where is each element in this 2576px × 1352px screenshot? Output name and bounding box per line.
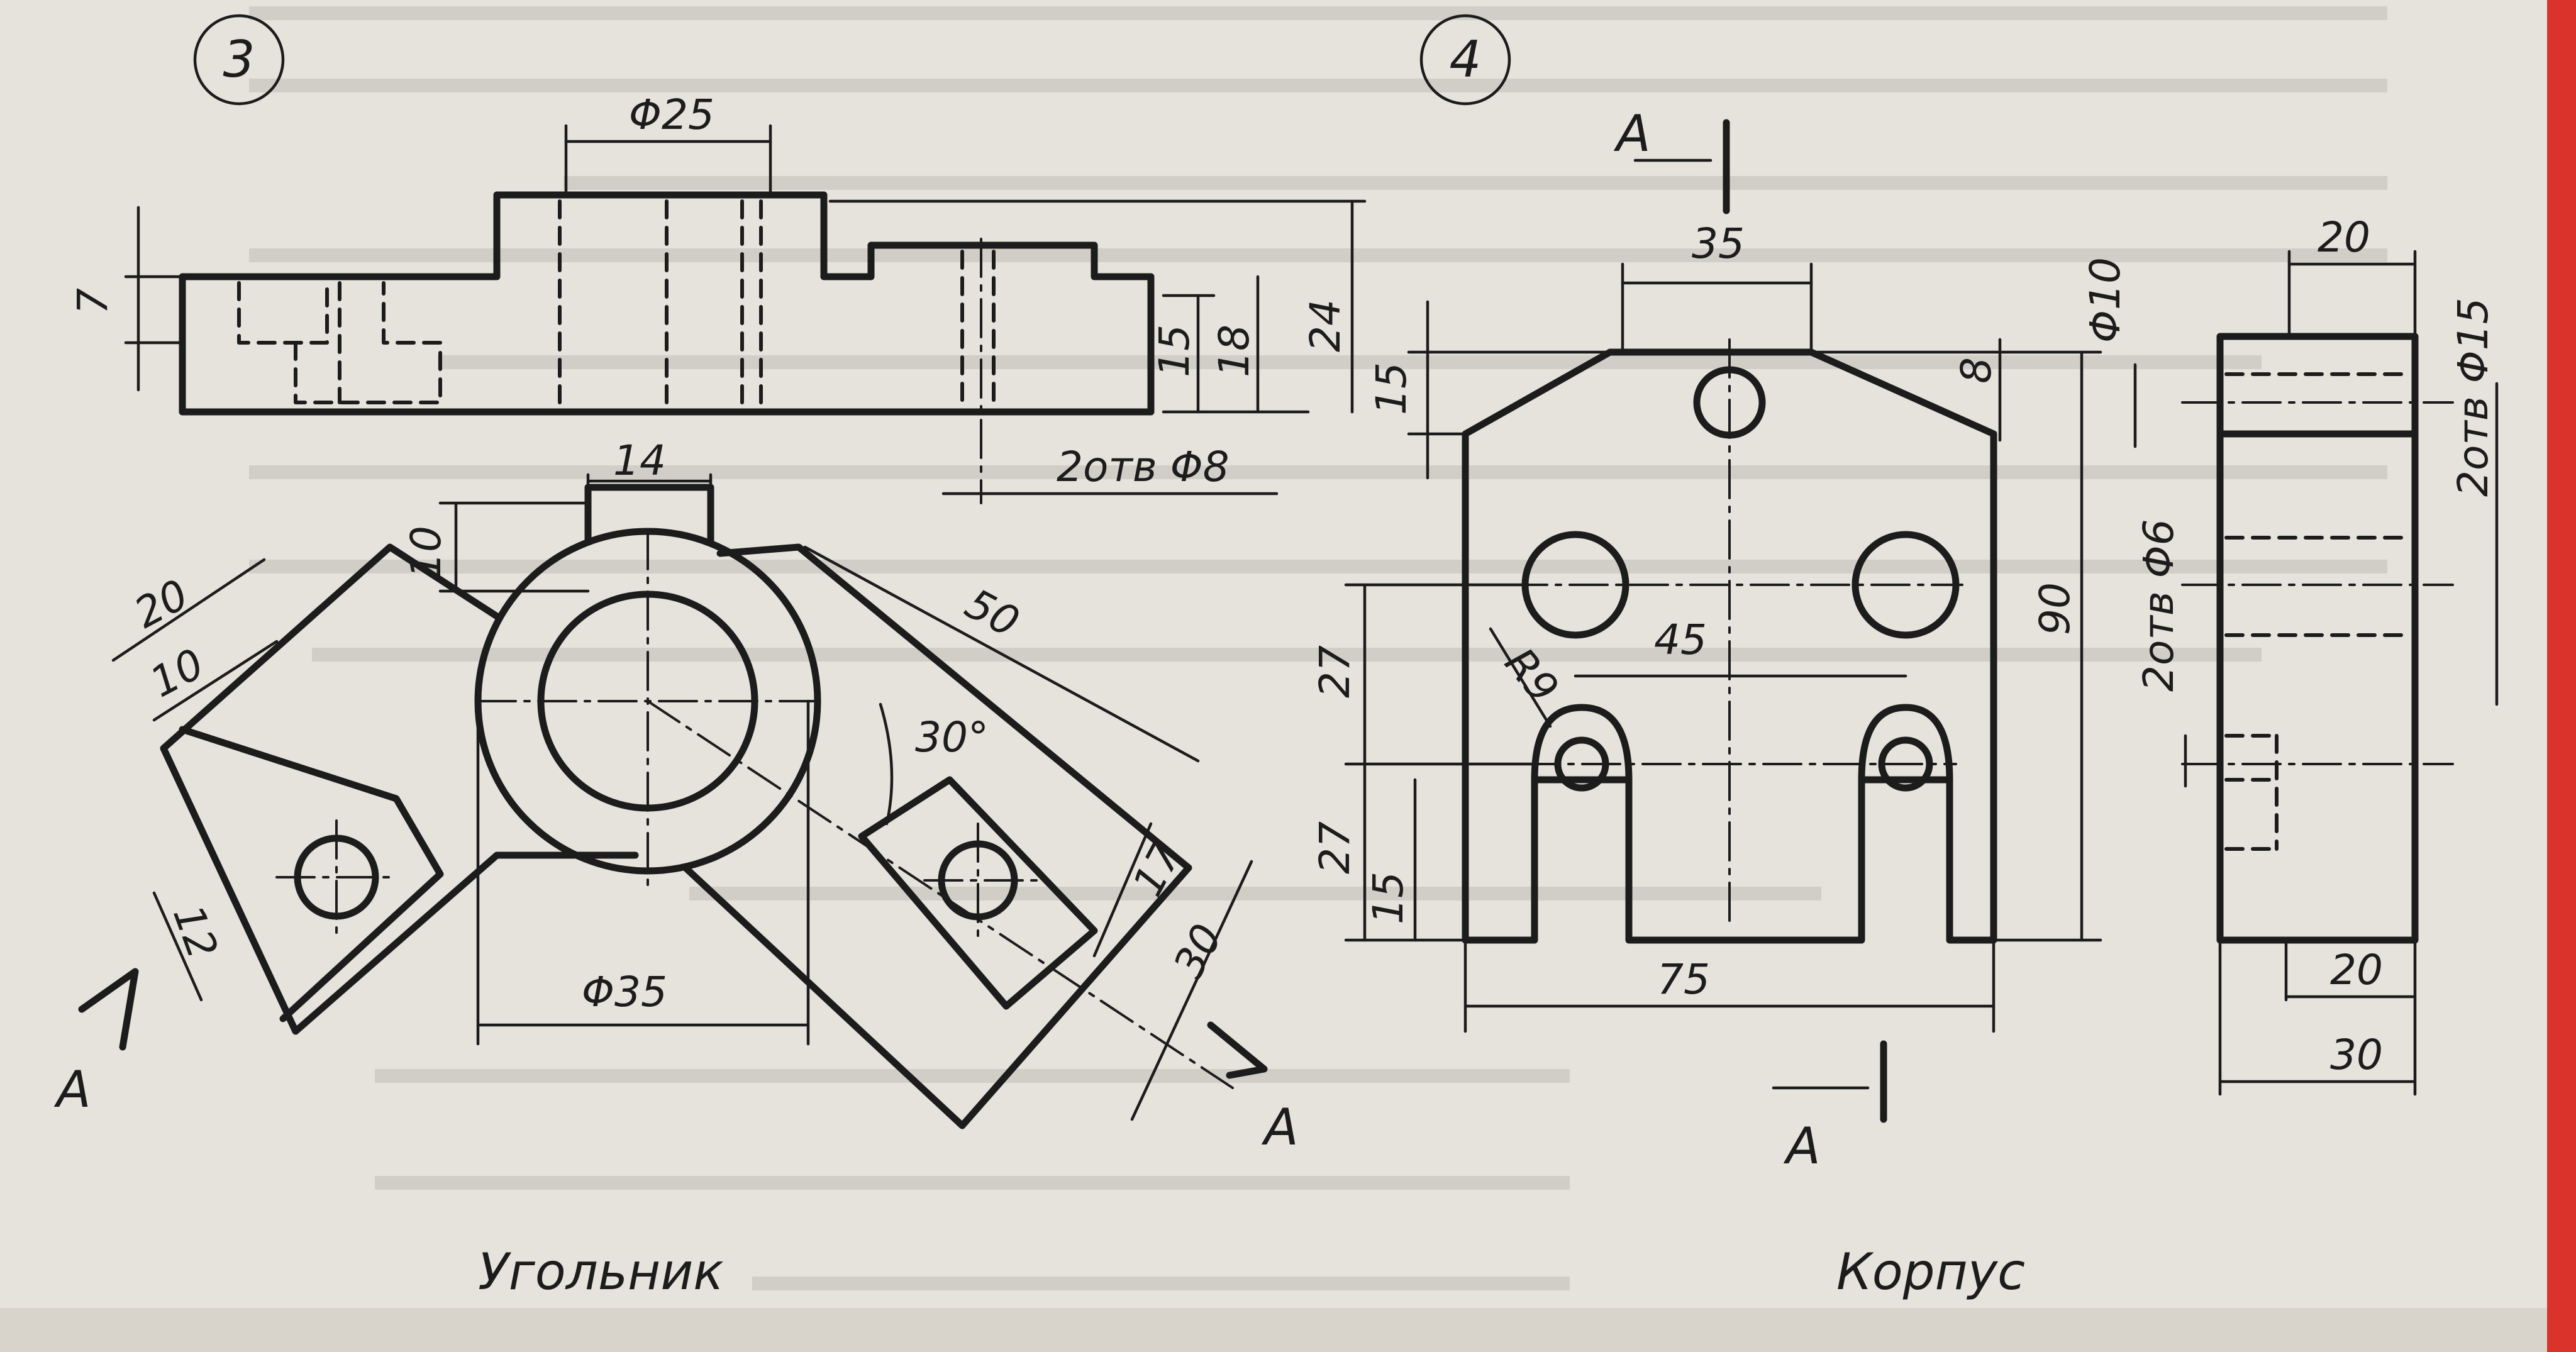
dim-line	[111, 558, 266, 662]
side-view-outline	[2216, 333, 2419, 944]
right-arm-outline	[682, 543, 1192, 1129]
drawing-3-number: 3	[223, 30, 255, 89]
dim-20-bottom: 20	[2330, 946, 2383, 994]
drawing-4-name: Корпус	[1836, 1243, 2025, 1301]
left-slot-arc	[1531, 704, 1633, 784]
front-view-3: Φ25 7 15 18 24 2отв Φ8	[69, 91, 1367, 504]
dim-35: 35	[1692, 219, 1745, 268]
dim-line	[152, 640, 279, 722]
front-view-outline	[179, 191, 1155, 416]
dim-holes-6: 2отв Φ6	[2135, 519, 2183, 692]
section-marker-left	[78, 968, 139, 1051]
left-arm-outline	[160, 543, 639, 1035]
section-a-left: A	[53, 1060, 91, 1119]
section-a-right: A	[1261, 1098, 1299, 1156]
dim-line	[1092, 822, 1153, 958]
bleed-through-text	[249, 6, 2387, 1290]
dim-20-top: 20	[2318, 213, 2370, 262]
dim-phi10: Φ10	[2081, 257, 2129, 343]
dim-30-deg: 30°	[915, 713, 989, 762]
dim-10: 10	[402, 526, 450, 579]
dim-15: 15	[1150, 324, 1199, 377]
front-view-4: 35 15 8 45 R9 27 27 15	[1311, 219, 2102, 1033]
hidden-line	[294, 281, 442, 404]
drawing-3-name: Угольник	[478, 1243, 724, 1301]
leader-line	[1489, 627, 1552, 728]
drawing-4-number: 4	[1450, 30, 1482, 89]
dim-line	[803, 545, 1200, 763]
dim-18: 18	[1210, 324, 1258, 377]
hidden-line	[237, 281, 329, 345]
side-view-4: 20 Φ10 2отв Φ15 2отв Φ6 20 30	[2081, 213, 2499, 1096]
top-tab	[584, 484, 714, 545]
dim-90: 90	[2031, 582, 2079, 635]
dim-holes-15: 2отв Φ15	[2449, 297, 2497, 497]
dim-line	[1130, 860, 1253, 1121]
right-slot-arc	[1858, 704, 1953, 784]
drawing-3-number-circle	[193, 14, 285, 106]
paper-shadow	[0, 1308, 2547, 1352]
section-a-top: A	[1613, 104, 1651, 163]
dim-24: 24	[1301, 299, 1350, 352]
center-line	[647, 700, 1234, 1089]
dim-15b: 15	[1364, 872, 1413, 924]
dim-27b: 27	[1311, 821, 1359, 874]
right-arm-boss	[858, 776, 1098, 1010]
dim-75: 75	[1657, 955, 1710, 1004]
dim-15-top: 15	[1367, 362, 1416, 415]
dim-7: 7	[69, 288, 117, 314]
section-marker-right	[1207, 1021, 1268, 1079]
dim-phi25: Φ25	[629, 91, 714, 139]
dim-holes-8: 2отв Φ8	[1057, 443, 1230, 491]
left-arm-face	[179, 726, 444, 1022]
dim-phi35: Φ35	[582, 968, 667, 1016]
dim-27a: 27	[1311, 645, 1359, 698]
dim-line	[152, 891, 203, 1002]
dim-45: 45	[1654, 616, 1707, 664]
dim-8: 8	[1952, 357, 2001, 384]
section-a-bottom: A	[1783, 1117, 1821, 1175]
dim-14: 14	[613, 436, 666, 485]
drawing-4-number-circle	[1419, 14, 1511, 106]
angle-arc	[879, 702, 894, 826]
drawing-4: 4 A 35 15	[1311, 14, 2499, 1301]
dim-30-side: 30	[2330, 1031, 2383, 1079]
